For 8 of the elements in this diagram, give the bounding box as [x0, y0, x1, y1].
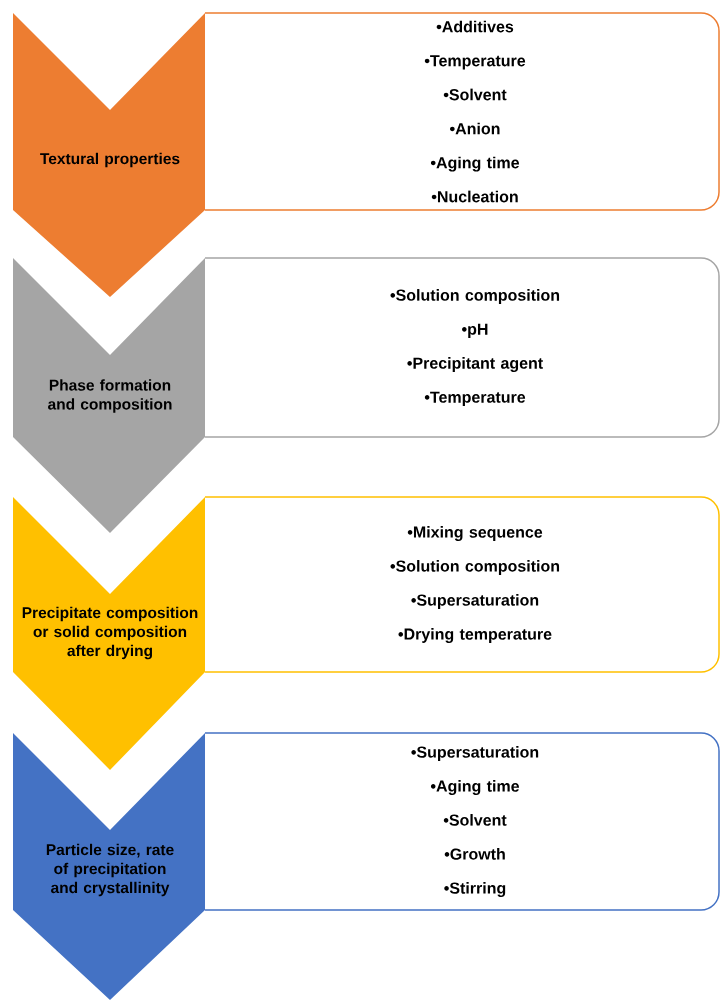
- bullet-list-box: •Mixing sequence •Solution composition •Supersaturation •Drying temperature: [204, 496, 720, 673]
- chevron-band: Textural properties: [13, 13, 205, 297]
- chevron-band: Particle size, rate of precipitation and crystallinity: [13, 733, 205, 1000]
- chevron-band: Precipitate composition or solid composition after drying: [13, 497, 205, 770]
- bullet-list-box: •Supersaturation •Aging time •Solvent •Growth •Stirring: [204, 732, 720, 911]
- bullet-list-box: •Additives •Temperature •Solvent •Anion •Aging time •Nucleation: [204, 12, 720, 211]
- chevron-band: Phase formation and composition: [13, 258, 205, 533]
- bullet-list-box: •Solution composition •pH •Precipitant agent •Temperature: [204, 257, 720, 438]
